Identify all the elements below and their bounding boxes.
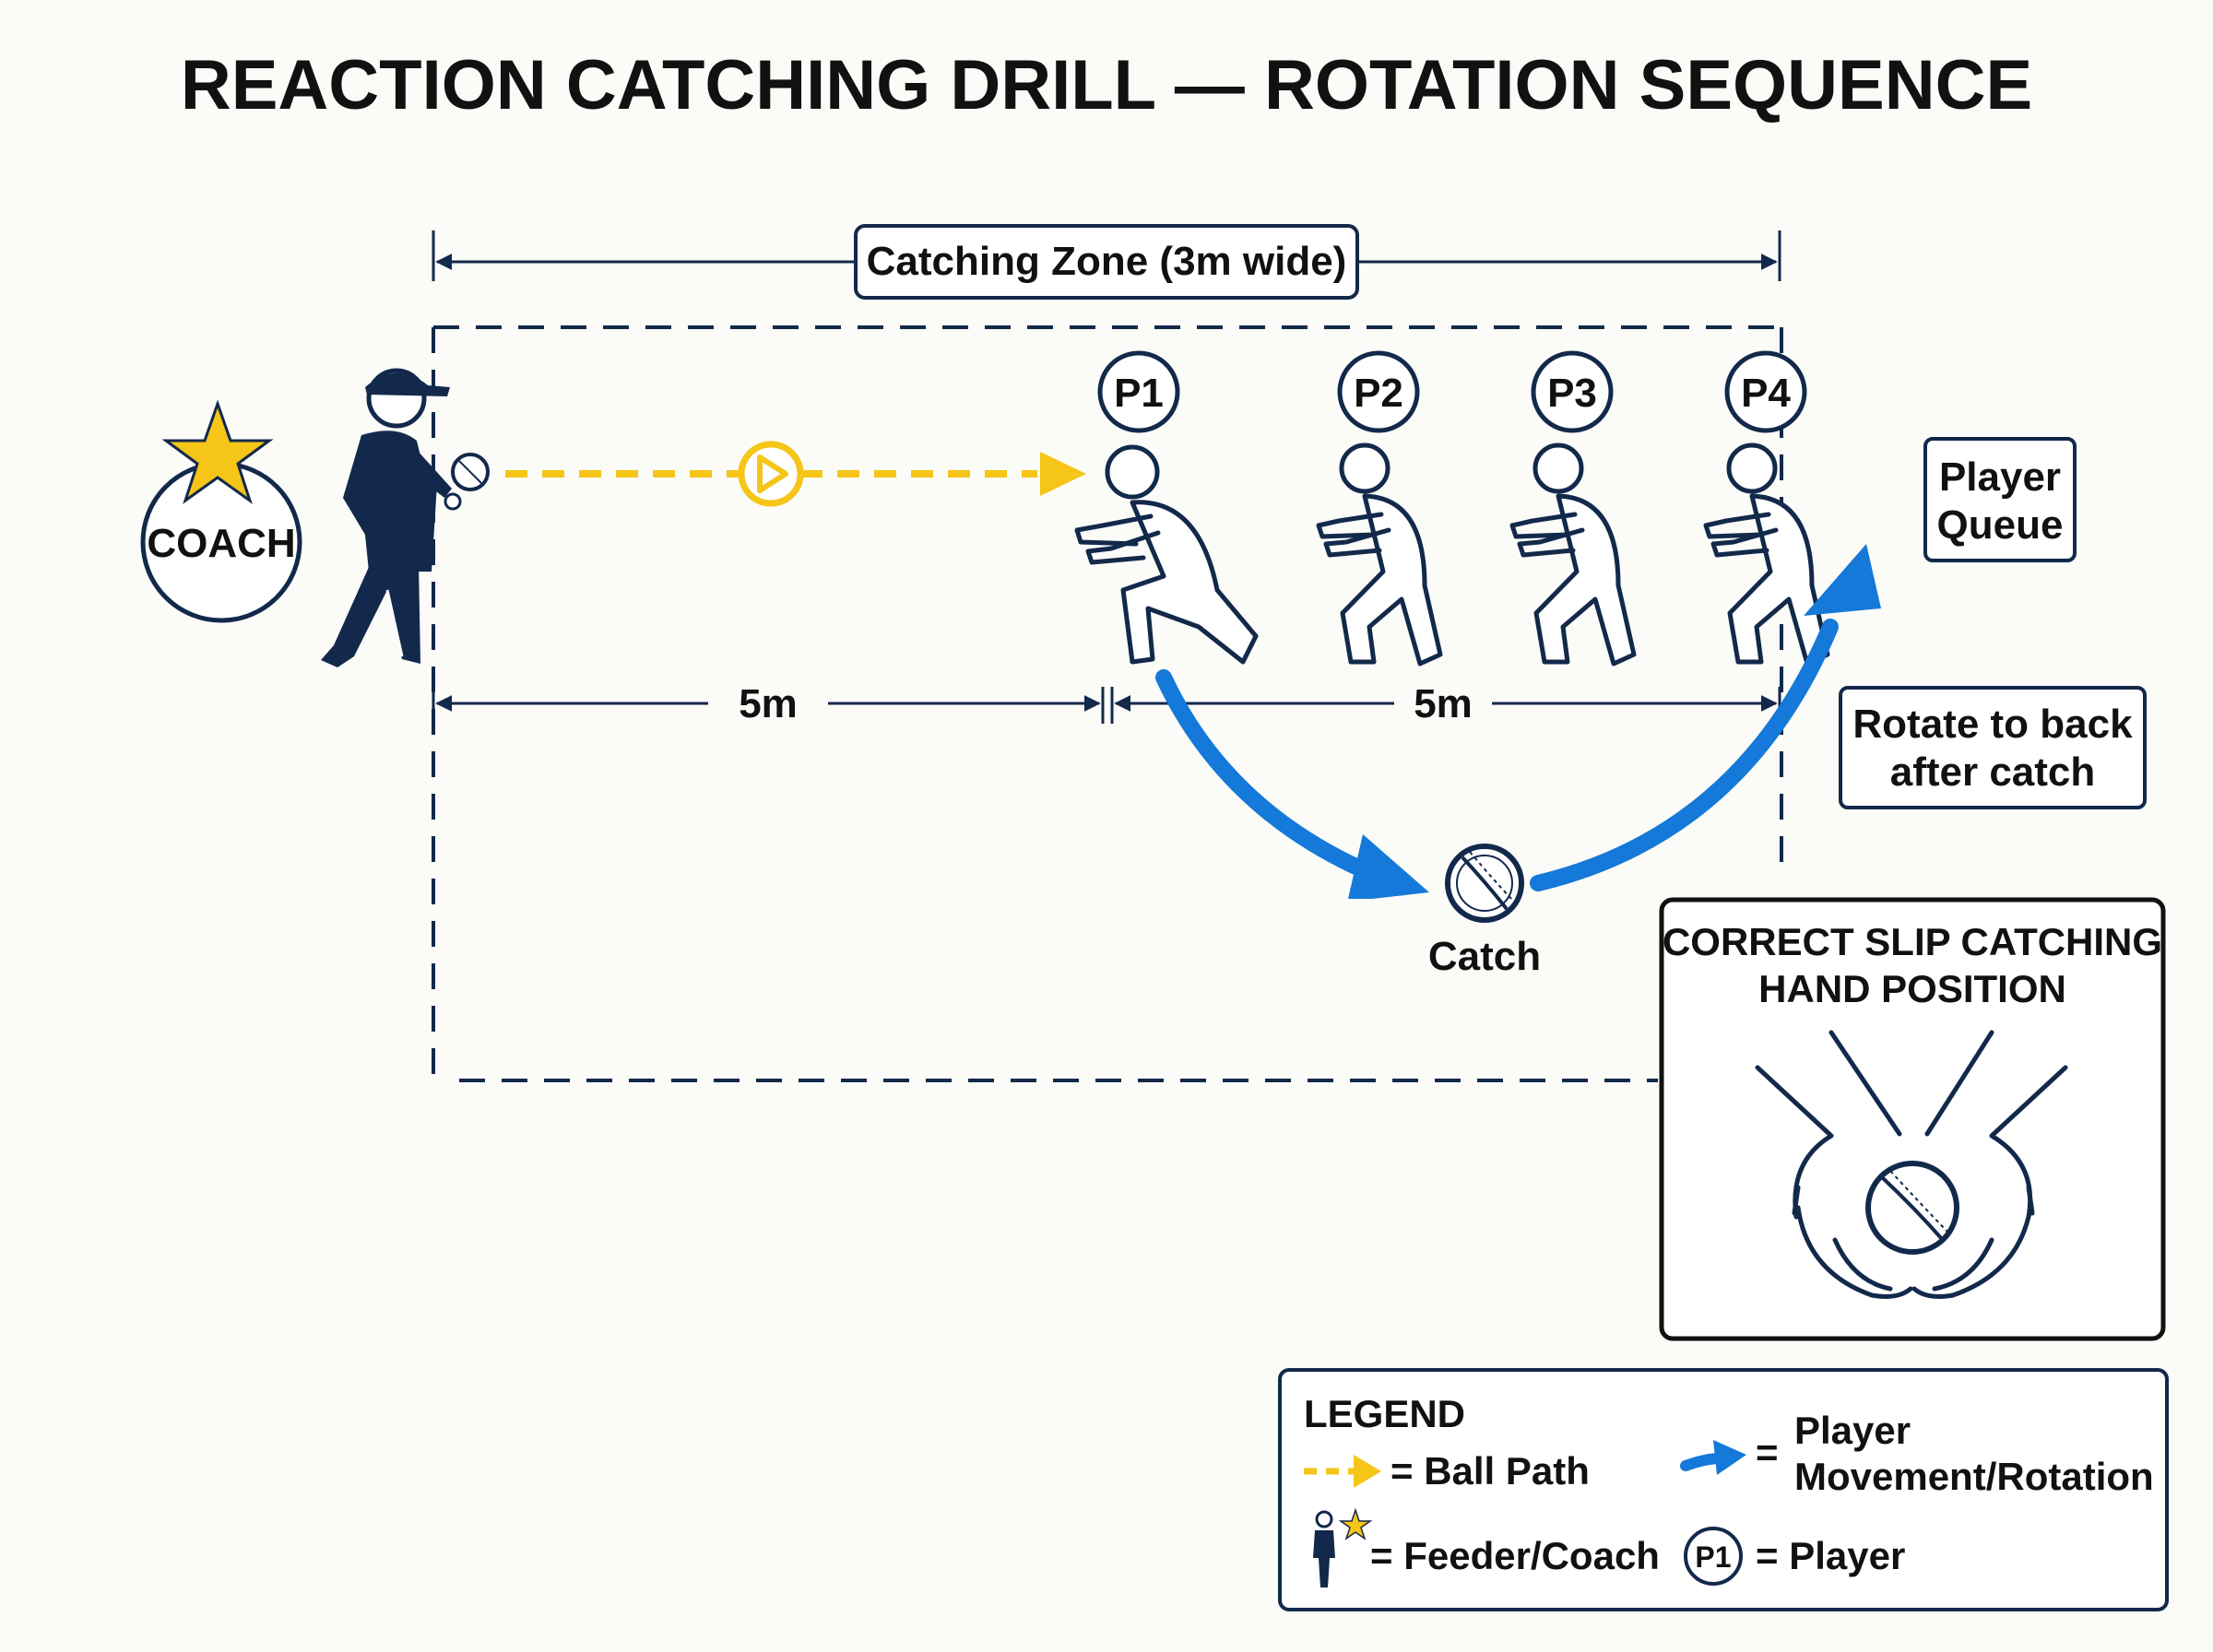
rotate-label-line2: after catch — [1890, 749, 2096, 795]
coach-label: COACH — [147, 521, 295, 566]
coach-marker: COACH — [140, 399, 302, 623]
catch-label: Catch — [1428, 934, 1541, 979]
legend-movement-line1: Player — [1794, 1409, 1911, 1452]
legend-movement-eq: = — [1756, 1431, 1779, 1474]
ball-path-arrow — [505, 441, 1086, 507]
hand-position-box: CORRECT SLIP CATCHING HAND POSITION — [1659, 897, 2166, 1341]
player-badge-p2: P2 — [1337, 350, 1420, 433]
player-figure-p1-icon — [1074, 444, 1259, 665]
legend-player-token — [1684, 1527, 1743, 1586]
hand-box-title-line1: CORRECT SLIP CATCHING — [1663, 920, 2162, 963]
hands-icon — [1755, 1030, 2068, 1299]
player-figure-p3-icon — [1509, 442, 1637, 667]
player-badge-p1: P1 — [1097, 350, 1180, 433]
ball-icon — [451, 453, 490, 491]
player-label-p2: P2 — [1354, 371, 1403, 416]
rotation-arrow — [1155, 544, 1881, 899]
player-figure-p2-icon — [1316, 442, 1443, 667]
legend: LEGEND = Ball Path = Player Movement/Rot… — [1278, 1368, 2169, 1611]
coach-figure-icon — [321, 368, 462, 667]
star-icon — [161, 399, 274, 504]
catch-ball-icon — [1445, 844, 1524, 923]
player-label-p4: P4 — [1741, 371, 1791, 416]
legend-feeder: = Feeder/Coach — [1370, 1534, 1660, 1577]
legend-title: LEGEND — [1304, 1392, 1465, 1435]
legend-ball-path: = Ball Path — [1391, 1449, 1590, 1493]
hand-box-title-line2: HAND POSITION — [1758, 967, 2066, 1010]
queue-label-line2: Queue — [1937, 502, 2064, 548]
player-label-p1: P1 — [1114, 371, 1164, 416]
distance-dimension — [432, 687, 1781, 724]
rotate-label-line1: Rotate to back — [1852, 702, 2133, 747]
legend-movement-line2: Movement/Rotation — [1794, 1455, 2154, 1498]
queue-label-line1: Player — [1939, 454, 2061, 500]
rotate-note-box: Rotate to back after catch — [1839, 686, 2147, 809]
page-title: REACTION CATCHING DRILL — ROTATION SEQUE… — [181, 46, 2032, 124]
legend-player: = Player — [1756, 1534, 1905, 1577]
player-badge-p4: P4 — [1724, 350, 1807, 433]
legend-player-token-label: P1 — [1695, 1540, 1731, 1574]
zone-dimension: Catching Zone (3m wide) — [432, 224, 1781, 300]
player-queue-box: Player Queue — [1923, 437, 2077, 562]
player-badge-p3: P3 — [1531, 350, 1614, 433]
hand-ball-icon — [1865, 1161, 1959, 1255]
distance-label-2: 5m — [1414, 681, 1473, 726]
legend-feeder-icon — [1313, 1507, 1373, 1587]
legend-ball-path-icon — [1304, 1455, 1381, 1488]
zone-label: Catching Zone (3m wide) — [867, 239, 1347, 284]
legend-movement-icon — [1680, 1440, 1746, 1475]
player-figure-p4-icon — [1703, 442, 1830, 667]
distance-label-1: 5m — [739, 681, 798, 726]
player-label-p3: P3 — [1547, 371, 1597, 416]
